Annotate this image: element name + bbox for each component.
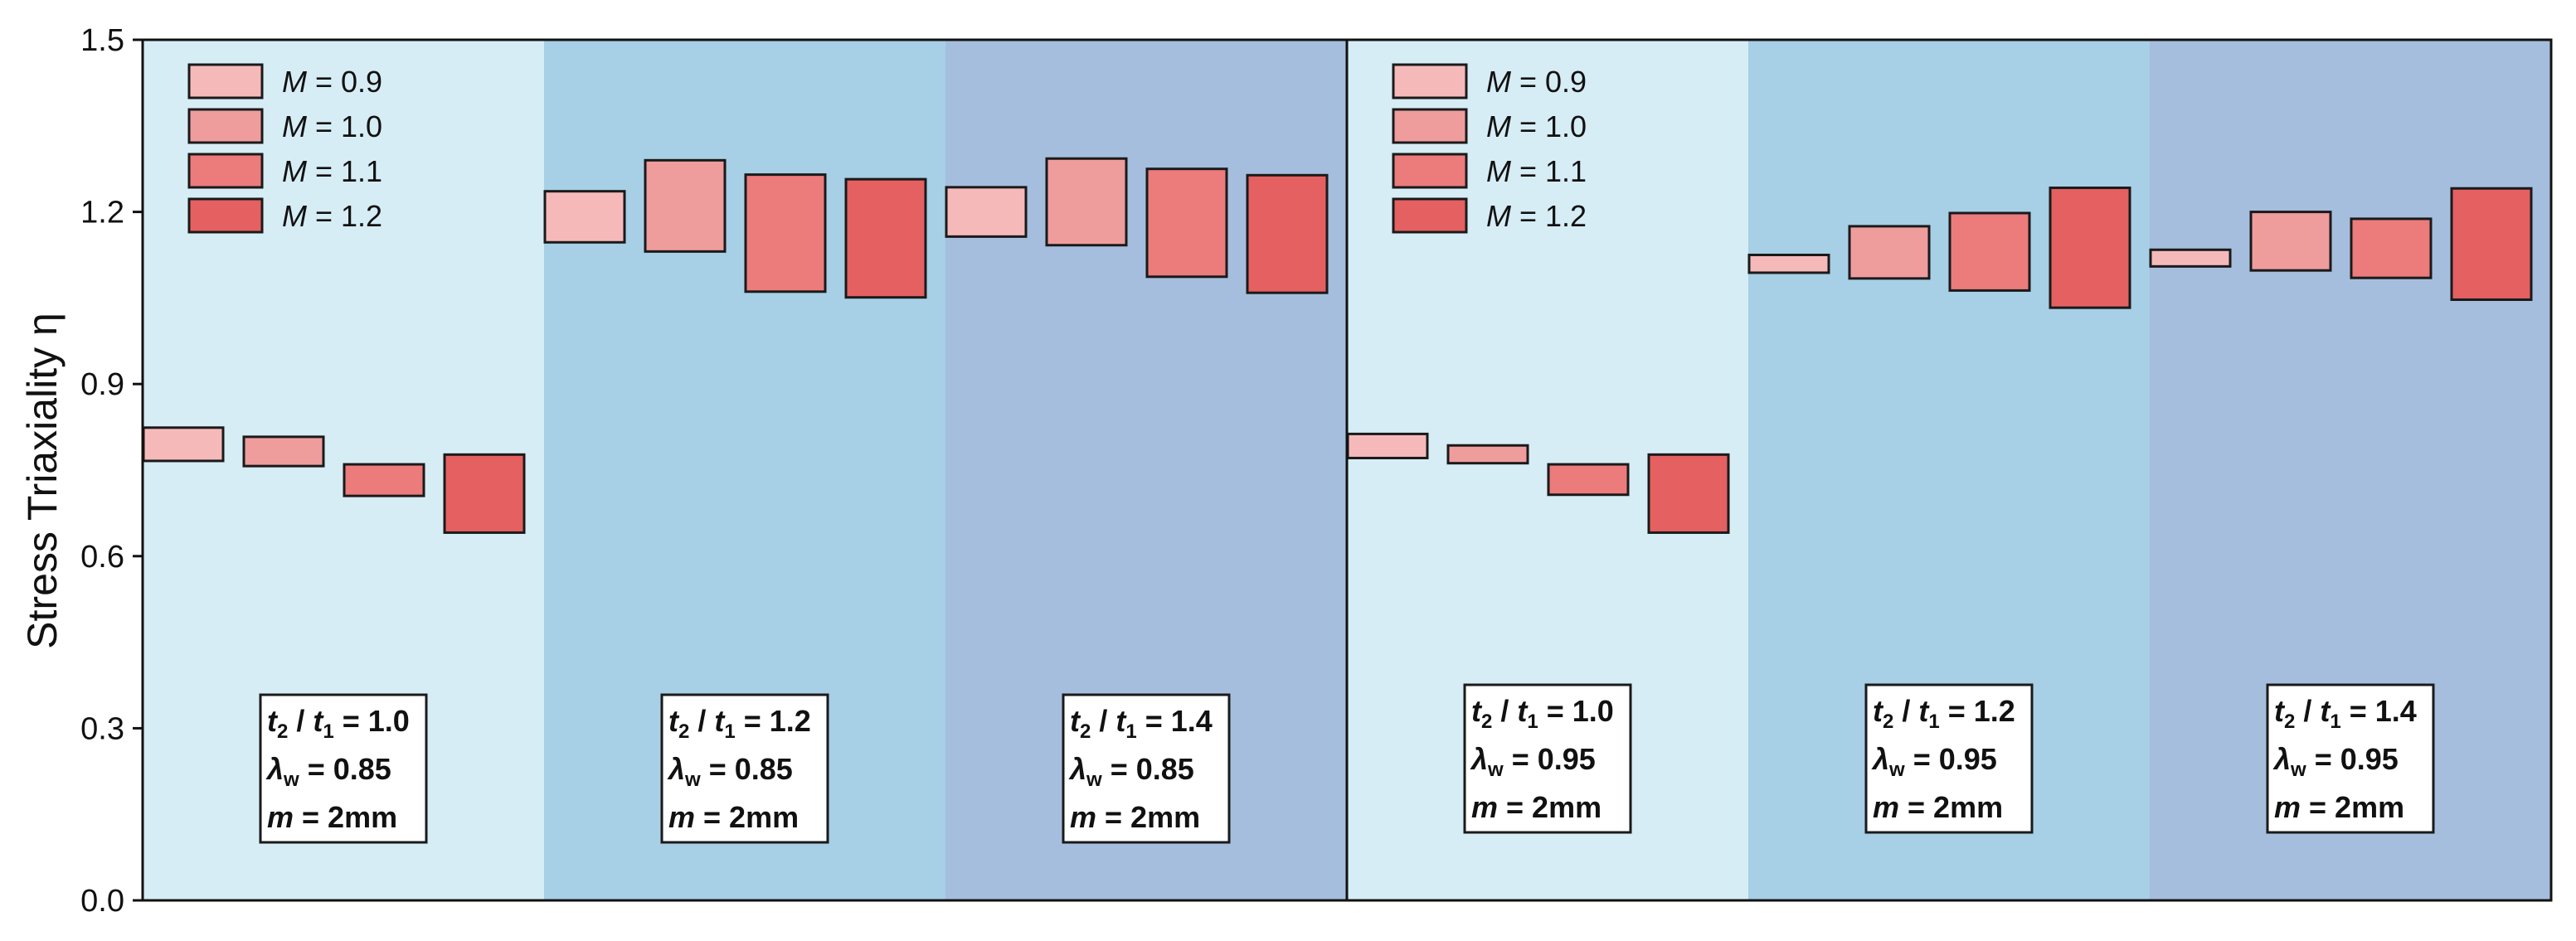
range-bar: [1045, 157, 1128, 247]
y-tick-label: 0.9: [80, 367, 124, 402]
legend-swatch: [1392, 197, 1468, 234]
legend-label: M = 1.0: [1486, 109, 1587, 143]
m-label: m = 2mm: [1070, 800, 1200, 834]
group-annotation-box: t2 / t1 = 1.2 λw = 0.85 m = 2mm: [660, 693, 829, 844]
annotation-frame: [1864, 683, 2034, 834]
range-bar: [1647, 453, 1730, 534]
legends: M = 0.9 M = 1.0 M = 1.1 M = 1.2 M = 0.9 M = 1…: [187, 63, 1587, 234]
range-bar: [2450, 187, 2533, 301]
range-bar: [1747, 254, 1830, 274]
plot-frame: [141, 38, 2553, 902]
annotation-frame: [2266, 683, 2435, 834]
group-annotation-box: t2 / t1 = 1.0 λw = 0.85 m = 2mm: [259, 693, 428, 844]
m-label: m = 2mm: [2274, 790, 2404, 824]
legend-label: M = 0.9: [1486, 65, 1587, 99]
thickness-ratio-label: t2 / t1 = 1.4: [1070, 704, 1213, 743]
lambda-label: λw = 0.85: [265, 752, 391, 791]
annotation-frame: [259, 693, 428, 844]
thickness-ratio-label: t2 / t1 = 1.2: [668, 704, 811, 743]
m-label: m = 2mm: [1471, 790, 1601, 824]
range-bar: [1145, 167, 1228, 279]
range-bar: [1246, 173, 1329, 294]
legend-swatch: [187, 63, 264, 99]
range-bars: [142, 157, 2533, 534]
lambda-label: λw = 0.85: [667, 752, 793, 791]
range-bar: [242, 435, 325, 468]
group-annotation-box: t2 / t1 = 1.2 λw = 0.95 m = 2mm: [1864, 683, 2034, 834]
m-label: m = 2mm: [668, 800, 799, 834]
range-bar: [1848, 225, 1931, 280]
legend-swatch: [1392, 63, 1468, 99]
legend-label: M = 1.1: [1486, 154, 1587, 188]
range-bar: [142, 426, 225, 463]
y-axis: 0.0 0.3 0.6 0.9 1.2 1.5: [80, 23, 143, 919]
group-annotation-box: t2 / t1 = 1.4 λw = 0.85 m = 2mm: [1062, 693, 1231, 844]
range-bar: [1948, 211, 2031, 292]
annotation-frame: [660, 693, 829, 844]
lambda-label: λw = 0.95: [1470, 742, 1596, 781]
range-bar: [2350, 217, 2433, 279]
range-bar: [543, 190, 626, 244]
range-bar: [1346, 432, 1429, 459]
y-tick-label: 0.0: [80, 884, 124, 919]
legend-swatch: [1392, 108, 1468, 144]
range-bar: [443, 453, 526, 534]
range-bar: [744, 173, 827, 293]
lambda-label: λw = 0.85: [1068, 752, 1194, 791]
annotation-frame: [1463, 683, 1632, 834]
thickness-ratio-label: t2 / t1 = 1.0: [1471, 694, 1614, 733]
range-bar: [2249, 211, 2332, 272]
lambda-label: λw = 0.95: [2272, 742, 2399, 781]
annotation-frame: [1062, 693, 1231, 844]
legend-label: M = 1.1: [282, 154, 382, 188]
range-bar: [343, 463, 425, 497]
range-bar: [2049, 187, 2131, 309]
y-axis-label: Stress Triaxiality η: [19, 313, 66, 649]
legend-label: M = 1.2: [1486, 199, 1587, 233]
range-bar: [1446, 444, 1529, 465]
lambda-label: λw = 0.95: [1871, 742, 1997, 781]
group-annotation-box: t2 / t1 = 1.0 λw = 0.95 m = 2mm: [1463, 683, 1632, 834]
m-label: m = 2mm: [1873, 790, 2003, 824]
m-label: m = 2mm: [267, 800, 397, 834]
legend-label: M = 0.9: [282, 65, 382, 99]
legend-swatch: [1392, 153, 1468, 189]
group-annotation-box: t2 / t1 = 1.4 λw = 0.95 m = 2mm: [2266, 683, 2435, 834]
legend-label: M = 1.2: [282, 199, 382, 233]
thickness-ratio-label: t2 / t1 = 1.2: [1873, 694, 2015, 733]
legend-label: M = 1.0: [282, 109, 382, 143]
range-bar: [644, 158, 727, 253]
y-tick-label: 0.6: [80, 540, 124, 575]
range-bar: [945, 186, 1028, 238]
range-bar: [1547, 463, 1630, 497]
y-tick-label: 1.5: [80, 23, 124, 58]
thickness-ratio-label: t2 / t1 = 1.0: [267, 704, 410, 743]
y-tick-label: 0.3: [80, 711, 124, 746]
legend-swatch: [187, 153, 264, 189]
legend-swatch: [187, 197, 264, 234]
range-bar: [2149, 248, 2232, 268]
legend-swatch: [187, 108, 264, 144]
thickness-ratio-label: t2 / t1 = 1.4: [2274, 694, 2417, 733]
y-tick-label: 1.2: [80, 196, 124, 230]
range-bar: [844, 177, 927, 299]
